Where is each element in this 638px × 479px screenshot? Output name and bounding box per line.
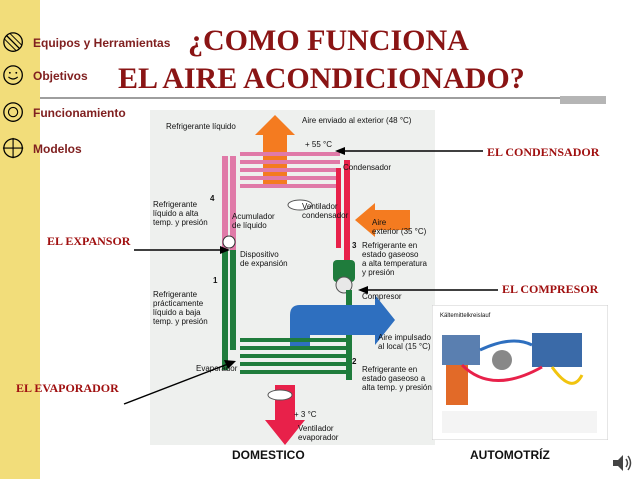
arrow-compresor — [358, 286, 498, 294]
evaporator-coil — [240, 338, 350, 374]
menu-label: Modelos — [33, 142, 82, 156]
diagram-label: Aire exterior (35 °C) — [372, 218, 427, 236]
diagram-label: Refrigerante en estado gaseoso a alta te… — [362, 365, 432, 392]
callout-compresor: EL COMPRESOR — [502, 282, 599, 296]
diagram-label: Refrigerante prácticamente líquido a baj… — [153, 290, 208, 326]
compressor-wheel — [335, 276, 353, 294]
menu-label: Objetivos — [33, 69, 88, 83]
no-entry-icon — [3, 32, 23, 52]
title-accent-bar — [560, 96, 606, 104]
auto-condenser — [442, 335, 480, 365]
fan-icon — [287, 199, 313, 211]
cold-air-arrow — [290, 295, 395, 350]
page-title-line1: ¿COMO FUNCIONA — [188, 24, 469, 57]
diagram-step-number: 3 — [352, 241, 357, 250]
hot-air-arrow — [255, 115, 295, 185]
page-title-line2: EL AIRE ACONDICIONADO? — [118, 62, 525, 95]
menu-label: Equipos y Herramientas — [33, 36, 171, 50]
diagram-step-number: 2 — [352, 357, 357, 366]
condenser-coil — [240, 152, 340, 188]
menu-item-modelos[interactable]: Modelos — [0, 137, 190, 163]
sidebar — [0, 0, 40, 479]
menu-item-funcionamiento[interactable]: Funcionamiento — [0, 101, 190, 127]
diagram-label: + 55 °C — [305, 140, 332, 149]
compressor-body — [333, 260, 355, 282]
callout-condensador: EL CONDENSADOR — [487, 145, 600, 159]
diagram-label: Ventilador condensador — [302, 202, 349, 220]
menu-label: Funcionamiento — [33, 106, 126, 120]
diagram-step-number: 1 — [213, 276, 218, 285]
diagram-step-number: 4 — [210, 194, 215, 203]
diagram-label: Condensador — [343, 163, 392, 172]
callout-evaporador: EL EVAPORADOR — [16, 381, 119, 395]
diagram-label: + 3 °C — [294, 410, 317, 419]
diagram-label: Refrigerante en estado gaseoso a alta te… — [362, 241, 427, 277]
diagram-label: Refrigerante líquido a alta temp. y pres… — [153, 200, 208, 227]
diagram-label: Compresor — [362, 292, 402, 301]
diagram-label: Dispositivo de expansión — [240, 250, 288, 268]
caption-domestico: DOMESTICO — [232, 448, 305, 462]
expansion-valve — [222, 235, 236, 249]
callout-expansor: EL EXPANSOR — [47, 234, 131, 248]
diagram-label: Refrigerante líquido — [166, 122, 236, 131]
fan-icon — [267, 389, 293, 401]
diagram-label: Acumulador de líquido — [232, 212, 275, 230]
menu-item-objetivos[interactable]: Objetivos — [0, 64, 190, 90]
domestic-ac-diagram — [150, 110, 435, 445]
smiley-face-icon — [3, 65, 23, 85]
automotive-diagram-title: Kältemittelkreislauf — [440, 313, 491, 319]
circle-icon — [3, 102, 23, 122]
automotive-ac-diagram — [432, 305, 608, 440]
menu-item-equipos[interactable]: Equipos y Herramientas — [0, 31, 190, 57]
diagram-label: Aire impulsado al local (15 °C) — [378, 333, 431, 351]
caption-automotriz: AUTOMOTRÍZ — [470, 448, 550, 462]
speaker-icon[interactable] — [611, 453, 633, 473]
diagram-label: Ventilador evaporador — [298, 424, 339, 442]
crosshair-icon — [2, 137, 24, 159]
arrow-condensador — [335, 147, 483, 155]
title-divider — [40, 97, 605, 99]
arrow-evaporador — [123, 360, 236, 405]
arrow-expansor — [134, 246, 230, 254]
diagram-label: Aire enviado al exterior (48 °C) — [302, 116, 412, 125]
